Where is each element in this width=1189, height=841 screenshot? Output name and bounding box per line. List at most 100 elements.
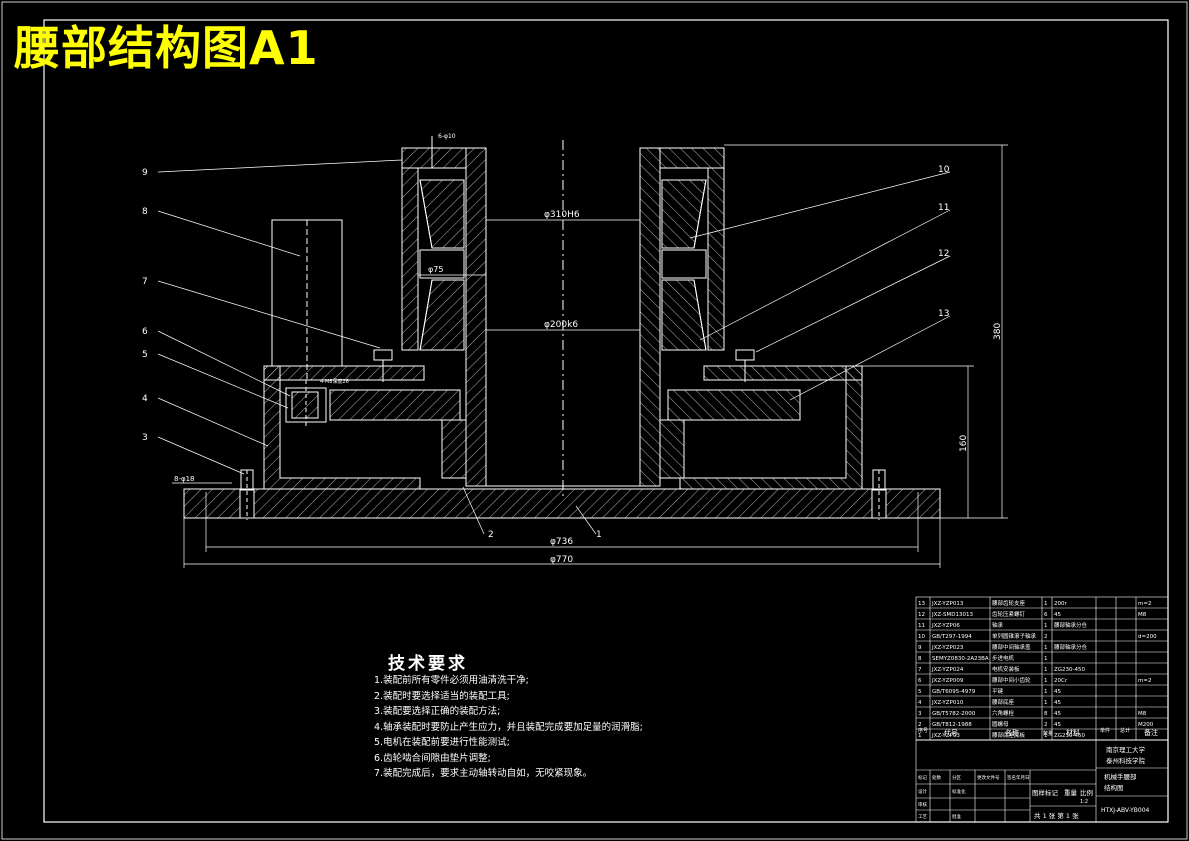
bom-cell: 腰部底座底板 xyxy=(992,731,1026,739)
stage-label: 图样标记 xyxy=(1032,788,1059,797)
bom-cell: 5 xyxy=(918,689,922,695)
bom-cell: 1 xyxy=(1044,678,1048,684)
bom-cell: 腰部齿轮支座 xyxy=(992,599,1026,607)
tech-item: 6.齿轮啮合间隙由垫片调整; xyxy=(374,752,491,764)
bom-cell: m=2 xyxy=(1138,601,1151,607)
bom-cell: JXZ-YZP023 xyxy=(931,645,964,651)
bom-cell: 2 xyxy=(918,722,922,728)
bom-cell: M8 xyxy=(1138,711,1147,717)
bom-cell: 电机安装板 xyxy=(992,665,1020,673)
bom-cell: JXZ-YZP010 xyxy=(931,700,964,706)
title-block-label: 工艺 xyxy=(918,814,927,820)
bom-cell: 1 xyxy=(1044,667,1048,673)
scale-value: 1:2 xyxy=(1080,799,1088,805)
bom-cell: 1 xyxy=(1044,645,1048,651)
bom-cell: 单列圆锥滚子轴承 xyxy=(992,632,1037,640)
title-block-label: 标准化 xyxy=(952,788,966,795)
bom-cell: JXZ-YZP013 xyxy=(931,601,964,607)
dim-160: 160 xyxy=(959,435,969,452)
bom-cell: ZG230-450 xyxy=(1054,667,1086,673)
weight-label: 重量 xyxy=(1064,789,1078,797)
leader-1: 1 xyxy=(596,530,602,540)
bom-header-code: 代号 xyxy=(944,728,958,737)
dim-75: φ75 xyxy=(428,265,443,274)
title-block-label: 处数 xyxy=(932,774,941,781)
dim-380: 380 xyxy=(993,323,1003,340)
school-1: 南京理工大学 xyxy=(1106,745,1146,754)
tech-requirements-title: 技术要求 xyxy=(388,654,468,674)
bom-cell: 轴承 xyxy=(992,621,1004,629)
bom-cell: JXZ-YZP03 xyxy=(931,733,960,739)
round-nut-left xyxy=(441,419,467,479)
bom-cell: 1 xyxy=(1044,733,1048,739)
bom-cell: 20Cr xyxy=(1054,678,1068,684)
drawing-title: 腰部结构图A1 xyxy=(14,21,319,75)
dim-310: φ310H6 xyxy=(544,210,580,220)
leader-7: 7 xyxy=(142,277,148,287)
bom-header-qty: 数量 xyxy=(1043,730,1053,737)
shaft-left xyxy=(465,147,487,487)
title-block-label: 审核 xyxy=(918,801,927,808)
dim-screw: 4-M8深度26 xyxy=(320,378,349,385)
bom-cell: 腰部底座 xyxy=(992,698,1015,706)
bom-cell: GB/T812-1988 xyxy=(932,722,972,728)
bom-cell: GB/T5782-2000 xyxy=(932,711,976,717)
motor-plate-right xyxy=(703,365,863,381)
bom-header-material: 材料 xyxy=(1066,728,1080,737)
large-gear-left xyxy=(329,389,461,421)
bom-header-unit: 单件 xyxy=(1100,727,1110,734)
leader-4: 4 xyxy=(142,394,148,404)
title-block-label: 年月日 xyxy=(1016,774,1030,781)
bom-cell: 45 xyxy=(1054,722,1061,728)
leader-5: 5 xyxy=(142,350,148,360)
leader-11: 11 xyxy=(938,203,949,213)
bom-header-remark: 备注 xyxy=(1144,728,1158,737)
tech-item: 1.装配前所有零件必须用油清洗干净; xyxy=(374,675,529,686)
bom-cell: 7 xyxy=(918,667,922,673)
bom-cell: 2 xyxy=(1044,634,1048,640)
bom-cell: 1 xyxy=(1044,689,1048,695)
leader-10: 10 xyxy=(938,165,950,175)
leader-13: 13 xyxy=(938,309,949,319)
bom-cell: 步进电机 xyxy=(992,654,1015,662)
scale-label: 比例 xyxy=(1080,788,1093,797)
bom-cell: 45 xyxy=(1054,711,1061,717)
bom-cell: 8 xyxy=(918,656,922,662)
tech-item: 5.电机在装配前要进行性能测试; xyxy=(374,737,510,748)
bearing-housing-left xyxy=(401,167,419,351)
drawing-name-2: 结构图 xyxy=(1104,783,1124,792)
leader-2: 2 xyxy=(488,530,494,540)
dim-200: φ200k6 xyxy=(544,320,578,330)
tech-item: 7.装配完成后，要求主动轴转动自如，无咬紧现象。 xyxy=(374,768,593,779)
large-gear-right xyxy=(667,389,801,421)
dim-bolt: 8-φ18 xyxy=(174,475,195,483)
bom-cell: GB/T6095-4979 xyxy=(932,689,976,695)
bom-cell: 200r xyxy=(1054,601,1067,607)
tech-item: 4.轴承装配时要防止产生应力，并且装配完成要加足量的润滑脂; xyxy=(374,721,643,733)
bom-cell: m=2 xyxy=(1138,678,1151,684)
bom-cell: JXZ-YZP024 xyxy=(931,667,964,673)
bom-cell: 4 xyxy=(918,700,922,706)
leader-6: 6 xyxy=(142,327,148,337)
bom-cell: 9 xyxy=(918,645,922,651)
tech-item: 3.装配要选择正确的装配方法; xyxy=(374,706,501,717)
bom-cell: 圆螺母 xyxy=(992,720,1009,728)
bom-cell: M8 xyxy=(1138,612,1147,618)
bom-cell: JXZ-YZP009 xyxy=(931,678,964,684)
bom-cell: 6 xyxy=(1044,612,1048,618)
dim-top-holes: 6-φ10 xyxy=(438,133,456,140)
bom-cell: 45 xyxy=(1054,700,1061,706)
tech-item: 2.装配时要选择适当的装配工具; xyxy=(374,690,510,702)
school-2: 泰州科技学院 xyxy=(1106,756,1146,765)
dim-770: φ770 xyxy=(550,555,573,565)
bearing-upper-left xyxy=(419,179,465,249)
bom-cell: 腰部轴承分仓 xyxy=(1054,643,1088,651)
leader-3: 3 xyxy=(142,433,148,443)
top-cap-left xyxy=(401,147,467,169)
sheet-info: 共 1 张 第 1 张 xyxy=(1034,811,1079,820)
bom-cell: SEMYZ0830-2A23BA xyxy=(932,656,989,662)
bom-cell: 45 xyxy=(1054,689,1061,695)
bom-cell: 平键 xyxy=(992,687,1004,695)
bom-cell: 1 xyxy=(918,733,922,739)
bom-cell: 2 xyxy=(1044,722,1048,728)
